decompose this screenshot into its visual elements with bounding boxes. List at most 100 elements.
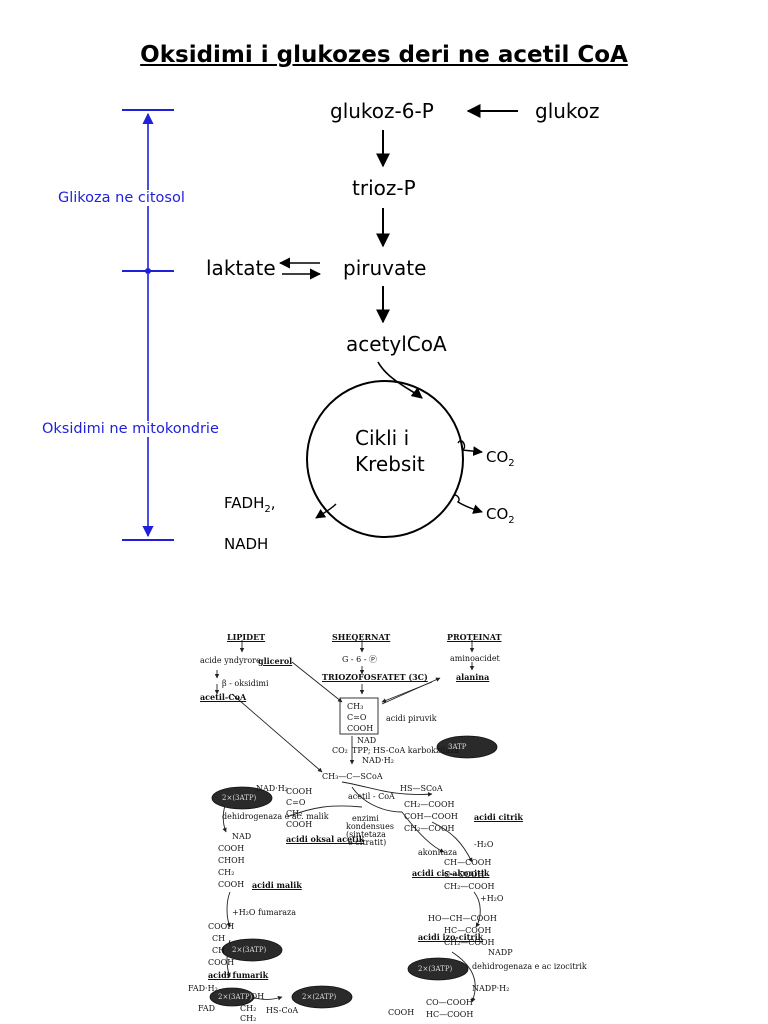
scan-akon-ch: CH—COOH [444,858,492,867]
scan-iso-ch2: CH₂—COOH [444,938,495,947]
scan-akonitaza: akonitaza [418,848,458,857]
scan-nadh2-b: NAD·H₂ [256,784,288,793]
krebs-line-2: Krebsit [355,452,425,476]
scan-cit-coh: COH—COOH [404,812,458,821]
scan-acetil-coa-2: acetil - CoA [348,792,395,801]
scan-acide-yndyrore: acide yndyrore [200,656,261,665]
scan-dehidrogenaza-malik: dehidrogenaza e ac. malik [222,812,329,821]
scan-scoa: CH₃—C—SCoA [322,772,383,781]
krebs-line-1: Cikli i [355,426,410,450]
scan-lipidet: LIPIDET [227,632,266,642]
scan-akon-ch2: CH₂—COOH [444,882,495,891]
fadh2-label: FADH2, [224,494,276,515]
krebs-cycle-label: Cikli i Krebsit [355,425,425,477]
scan-cit-ch2-2: CH₂—COOH [404,824,455,833]
scan-proteinat: PROTEINAT [447,632,502,642]
timeline-scale [122,109,174,541]
scan-hscoa: HS-CoA [266,1006,299,1015]
scan-co2: CO₂ [332,746,348,755]
scan-pyr-co: C=O [347,713,367,722]
scan-oksal-cooh2: COOH [286,820,313,829]
mitochondria-region-label: Oksidimi ne mitokondrie [40,421,221,437]
scan-kondensues: kondensues [346,822,394,831]
glucose-6-phosphate-label: glukoz-6-P [330,99,434,123]
scan-pyr-ch3: CH₃ [347,702,364,711]
scan-fadh2: FAD·H₂ [188,984,218,993]
scan-citratit: e citratit) [348,838,387,847]
scan-glicerol: glicerol [258,656,293,666]
scan-enzimi: enzimi [352,814,379,823]
scan-nad-b: NAD [232,832,252,841]
scan-h2o-fumaraza: +H₂O fumaraza [232,908,297,917]
scan-akon-c: C—COOH [444,870,485,879]
scan-h2o-plus: +H₂O [480,894,504,903]
scan-h2o-minus: -H₂O [474,840,494,849]
scan-atp-oval-3: 2×(3ATP) [232,946,267,954]
scan-tpp: TPP; HS-CoA karbokzilaza [352,746,460,755]
metabolic-map-scan: LIPIDET SHEQERNAT PROTEINAT acide yndyro… [182,622,587,1024]
scan-acidi-cis: acidi cis-akonitik [412,868,490,878]
scan-b-oksidimi: β - oksidimi [222,679,269,688]
co2-label-1: CO2 [486,448,515,469]
page-title: Oksidimi i glukozes deri ne acetil CoA [140,42,628,68]
scan-pyr-cooh: COOH [347,724,374,733]
co2-label-2: CO2 [486,505,515,526]
scan-bottom-cooh: COOH [388,1008,415,1017]
scan-g6p: G - 6 - Ⓟ [342,655,378,664]
scan-malik-ch2: CH₂ [218,868,235,877]
triose-phosphate-label: trioz-P [352,176,416,200]
scan-succ-cooh: COOH [238,992,265,1001]
co2-out-arrow-2 [452,494,483,514]
scan-fum-ch: CH [212,934,226,943]
scan-nad: NAD [357,736,377,745]
scan-co-cooh: CO—COOH [426,998,473,1007]
scan-cit-ch2-1: CH₂—COOH [404,800,455,809]
scan-atp-oval-1: 3ATP [448,743,467,751]
scan-triozofosfatet: TRIOZOFOSFATET (3C) [322,672,428,682]
scan-malik-cooh: COOH [218,844,245,853]
scan-arrows [209,640,498,1009]
scan-fad: FAD [198,1004,216,1013]
scan-acidi-citrik: acidi citrik [474,812,523,822]
scan-aminoacidet: aminoacidet [450,654,500,663]
scan-dehidrogenaza-izo: dehidrogenaza e ac izocitrik [472,962,587,971]
scan-fum-ch-2: CH [212,946,226,955]
scan-hc-cooh: HC—COOH [426,1010,474,1019]
scan-oksal-ch2: CH₂ [286,809,303,818]
glucose-label: glukoz [535,99,600,123]
co2-out-arrow-1 [457,440,483,456]
krebs-cycle-circle [306,380,464,538]
scan-succ-ch2: CH₂ [240,1004,257,1013]
scan-succ-ch2b: CH₂ [240,1014,257,1023]
scan-sintetaza: (sintetaza [346,830,386,839]
scan-atp-oval-4: 2×(2ATP) [302,993,337,1001]
acetylcoa-label: acetylCoA [346,332,447,356]
pyruvate-label: piruvate [343,256,427,280]
scan-nadph2: NADP·H₂ [472,984,510,993]
scan-iso-hc: HC—COOH [444,926,492,935]
scan-nadp: NADP [488,948,513,957]
scan-nadh2: NAD·H₂ [362,756,394,765]
scan-oksal-cooh: COOH [286,787,313,796]
scan-acidi-fumarik: acidi fumarik [208,970,269,980]
lactate-label: laktate [206,256,276,280]
scan-acidi-oksal: acidi oksal acetik [286,834,365,844]
scan-alanina: alanina [456,672,490,682]
scan-atp-oval-5: 2×(3ATP) [418,965,453,973]
timeline-dot [145,268,151,274]
pathway-diagram [122,104,518,541]
scan-atp-oval-6: 2×(3ATP) [218,993,253,1001]
scan-fum-cooh: COOH [208,922,235,931]
scan-acetil-coa: acetil-CoA [200,692,247,702]
scan-acidi-izocitrik: acidi izo-citrik [418,932,484,942]
glycolysis-region-label: Glikoza ne citosol [56,190,187,206]
scan-fum-cooh2: COOH [208,958,235,967]
scan-malik-choh: CHOH [218,856,245,865]
scan-hs-scoa: HS—SCoA [400,784,443,793]
acetylcoa-into-cycle-arrow [377,361,423,399]
scan-acidi-piruvik: acidi piruvik [386,714,437,723]
nadh-label: NADH [224,535,269,553]
scan-acidi-malik: acidi malik [252,880,302,890]
scan-atp-oval-2: 2×(3ATP) [222,794,257,802]
scan-sheqernat: SHEQERNAT [332,632,391,642]
